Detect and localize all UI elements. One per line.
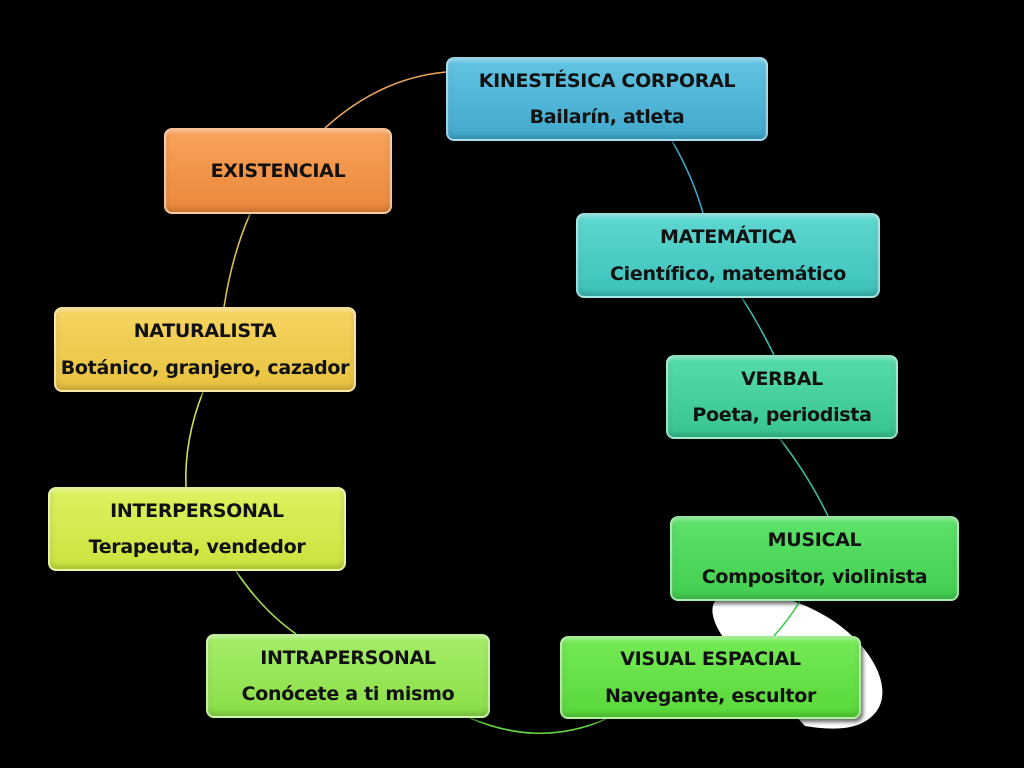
node-subtitle: Navegante, escultor [604,684,817,707]
node-kinestesica-corporal: KINESTÉSICA CORPORAL Bailarín, atleta [446,57,768,141]
connector-existencial-kinestesica [324,71,447,129]
node-subtitle: Poeta, periodista [692,404,872,426]
node-subtitle: Compositor, violinista [701,565,928,588]
node-subtitle: Bailarín, atleta [529,106,685,128]
connector-musical-visual [773,600,801,637]
connector-visual-intrapersonal [469,717,607,735]
node-interpersonal: INTERPERSONAL Terapeuta, vendedor [48,487,346,571]
node-title: VERBAL [741,367,823,390]
connector-intrapersonal-interpersonal [235,570,297,635]
node-naturalista: NATURALISTA Botánico, granjero, cazador [54,307,356,392]
connector-verbal-musical [779,438,829,517]
node-title: MUSICAL [767,529,862,552]
node-title: MATEMÁTICA [660,226,796,249]
node-title: INTERPERSONAL [110,499,284,522]
node-subtitle: Conócete a ti mismo [241,683,455,705]
node-matematica: MATEMÁTICA Científico, matemático [576,213,880,298]
node-visual-espacial: VISUAL ESPACIAL Navegante, escultor [560,636,861,719]
node-title: NATURALISTA [133,320,277,343]
node-subtitle: Botánico, granjero, cazador [60,356,350,379]
connector-matematica-verbal [741,297,775,356]
connector-naturalista-existencial [223,213,251,308]
node-existencial: EXISTENCIAL [164,128,392,214]
node-subtitle: Científico, matemático [610,262,846,285]
node-verbal: VERBAL Poeta, periodista [666,355,898,439]
node-intrapersonal: INTRAPERSONAL Conócete a ti mismo [206,634,490,718]
node-title: INTRAPERSONAL [260,646,436,669]
connector-kinestesica-matematica [671,140,704,214]
node-title: KINESTÉSICA CORPORAL [478,69,736,92]
node-title: EXISTENCIAL [210,159,346,182]
connector-interpersonal-naturalista [185,391,204,488]
node-subtitle: Terapeuta, vendedor [88,536,306,558]
node-musical: MUSICAL Compositor, violinista [670,516,959,601]
node-title: VISUAL ESPACIAL [620,648,801,671]
